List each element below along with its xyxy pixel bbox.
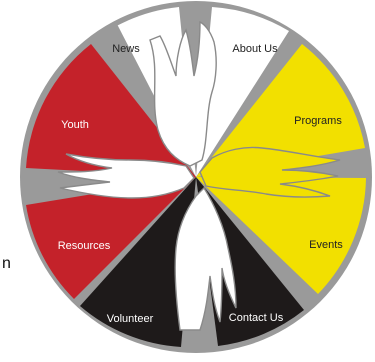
label-programs[interactable]: Programs bbox=[294, 115, 342, 127]
segment-volunteer[interactable] bbox=[80, 177, 196, 347]
label-volunteer[interactable]: Volunteer bbox=[107, 313, 154, 325]
label-youth[interactable]: Youth bbox=[61, 119, 89, 131]
segment-contact[interactable] bbox=[196, 177, 304, 346]
hand-top-icon bbox=[149, 20, 217, 167]
label-events[interactable]: Events bbox=[309, 239, 343, 251]
hand-right-icon bbox=[199, 146, 341, 198]
label-about[interactable]: About Us bbox=[232, 43, 278, 55]
segment-events[interactable] bbox=[196, 177, 366, 294]
segment-resources[interactable] bbox=[26, 177, 196, 299]
edge-text-fragment: n bbox=[2, 255, 11, 272]
segment-youth[interactable] bbox=[26, 44, 196, 177]
segment-about[interactable] bbox=[196, 7, 289, 177]
segment-programs[interactable] bbox=[196, 44, 365, 177]
hand-left-icon bbox=[57, 153, 195, 199]
label-news[interactable]: News bbox=[112, 43, 140, 55]
label-resources[interactable]: Resources bbox=[58, 240, 111, 252]
label-contact[interactable]: Contact Us bbox=[229, 312, 284, 324]
hand-bottom-icon bbox=[174, 186, 237, 331]
